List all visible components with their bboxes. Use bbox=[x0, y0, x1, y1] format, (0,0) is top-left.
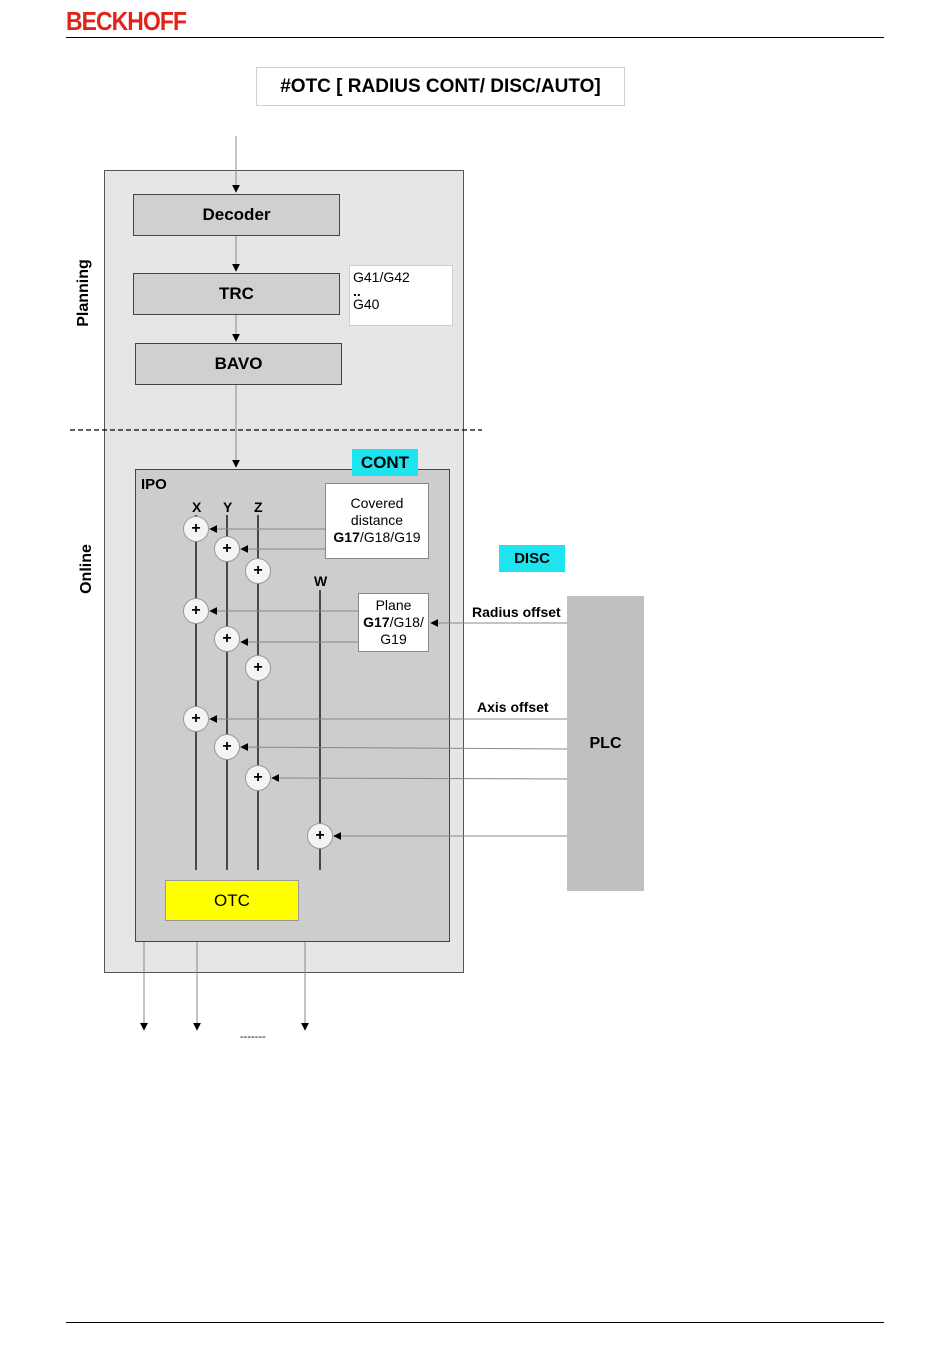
summing-node: + bbox=[183, 516, 209, 542]
summing-node: + bbox=[214, 734, 240, 760]
summing-node: + bbox=[214, 536, 240, 562]
summing-node: + bbox=[214, 626, 240, 652]
summing-node: + bbox=[245, 558, 271, 584]
summing-node: + bbox=[245, 655, 271, 681]
outputs-ellipsis: ------- bbox=[240, 1031, 266, 1043]
summing-node: + bbox=[307, 823, 333, 849]
summing-node: + bbox=[245, 765, 271, 791]
summing-node: + bbox=[183, 598, 209, 624]
summing-node: + bbox=[183, 706, 209, 732]
